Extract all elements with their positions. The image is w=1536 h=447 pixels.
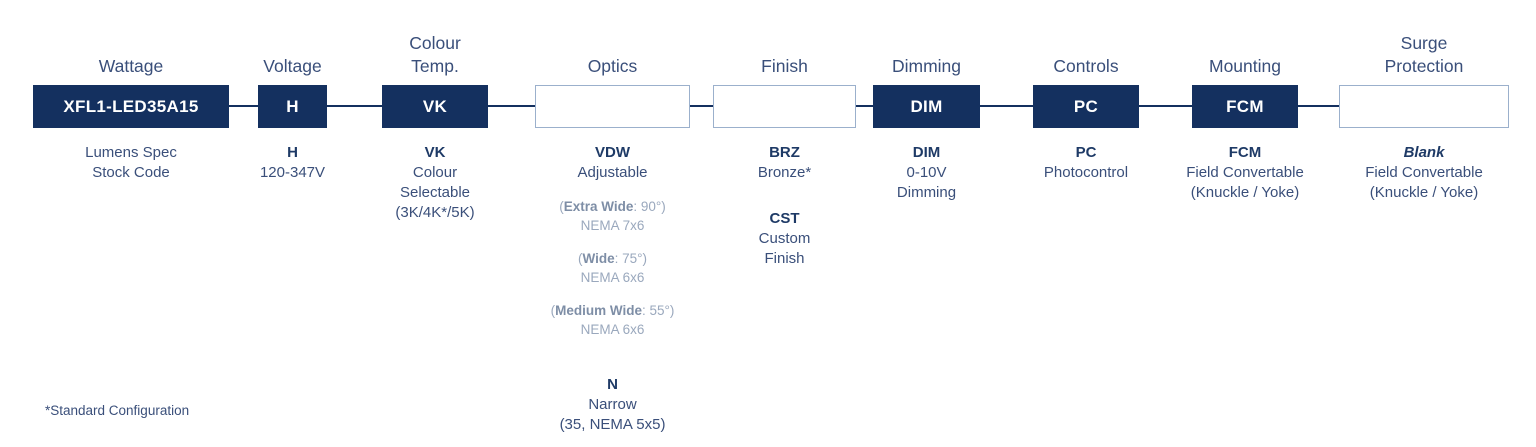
code-box-label-voltage: H xyxy=(286,96,299,116)
code-box-colour-temp[interactable]: VK xyxy=(382,85,488,128)
option-description: 120-347V xyxy=(259,164,326,181)
column-header-zone: Optics xyxy=(535,20,690,78)
column-header-optics: Optics xyxy=(587,56,638,76)
code-box-label-colour-temp: VK xyxy=(422,96,448,116)
option-code: Blank xyxy=(1403,144,1445,161)
description-group: PC Photocontrol xyxy=(1003,143,1169,183)
option-description: Narrow (35, NEMA 5x5) xyxy=(559,396,666,433)
option-description: Field Convertable (Knuckle / Yoke) xyxy=(1365,164,1483,201)
description-group: N Narrow (35, NEMA 5x5) xyxy=(505,375,720,435)
description-stack-voltage: H 120-347V xyxy=(228,143,357,183)
column-header-wattage: Wattage xyxy=(98,56,164,76)
code-box-finish[interactable] xyxy=(713,85,856,128)
option-description: Lumens Spec Stock Code xyxy=(85,144,177,181)
column-header-zone: Finish xyxy=(713,20,856,78)
column-header-surge-protection: Surge Protection xyxy=(1384,33,1464,76)
column-header-zone: Controls xyxy=(1033,20,1139,78)
optic-paren-open: ( xyxy=(559,199,564,214)
option-description: Bronze* xyxy=(757,164,812,181)
option-code: BRZ xyxy=(769,144,800,161)
option-code: DIM xyxy=(912,144,941,161)
code-box-label-controls: PC xyxy=(1073,96,1099,116)
description-group: BRZ Bronze* xyxy=(683,143,886,183)
optic-paren-open: ( xyxy=(550,303,556,318)
footnote: *Standard Configuration xyxy=(45,403,190,418)
optic-paren-open: ( xyxy=(577,251,583,266)
description-stack-wattage: Lumens Spec Stock Code xyxy=(3,143,259,183)
description-stack-finish: BRZ Bronze* CST Custom Finish xyxy=(683,143,886,269)
description-group: CST Custom Finish xyxy=(683,209,886,269)
option-code: H xyxy=(287,144,298,161)
code-box-label-mounting: FCM xyxy=(1226,96,1264,116)
description-stack-controls: PC Photocontrol xyxy=(1003,143,1169,183)
description-group: DIM 0-10V Dimming xyxy=(843,143,1010,203)
option-description: Custom Finish xyxy=(758,230,811,267)
code-box-dimming[interactable]: DIM xyxy=(873,85,980,128)
optic-beam-name: Medium Wide xyxy=(555,303,642,318)
column-header-zone: Mounting xyxy=(1192,20,1298,78)
optic-nema-spec: NEMA 7x6 xyxy=(580,218,645,233)
optic-beam-name: Extra Wide xyxy=(563,199,634,214)
option-description: Colour Selectable (3K/4K*/5K) xyxy=(395,164,475,221)
column-header-zone: Surge Protection xyxy=(1339,20,1509,78)
column-header-finish: Finish xyxy=(761,56,808,76)
code-box-label-dimming: DIM xyxy=(910,96,943,116)
optic-beam-angle: : 90°) xyxy=(633,199,666,214)
option-code: N xyxy=(607,376,618,393)
optic-beam-spec: (Extra Wide: 90°) xyxy=(505,197,720,216)
option-description: Field Convertable (Knuckle / Yoke) xyxy=(1186,164,1304,201)
description-stack-dimming: DIM 0-10V Dimming xyxy=(843,143,1010,203)
option-code: PC xyxy=(1075,144,1097,161)
option-code: VDW xyxy=(595,144,630,161)
column-header-colour-temp: Colour Temp. xyxy=(409,33,461,76)
option-description: 0-10V Dimming xyxy=(896,164,957,201)
optic-beam-spec: (Wide: 75°) xyxy=(505,249,720,268)
column-header-mounting: Mounting xyxy=(1209,56,1281,76)
option-code: CST xyxy=(769,210,800,227)
code-box-surge-protection[interactable] xyxy=(1339,85,1509,128)
muted-spacer xyxy=(505,287,720,301)
column-header-dimming: Dimming xyxy=(891,56,962,76)
option-code: FCM xyxy=(1228,144,1262,161)
code-box-label-wattage: XFL1-LED35A15 xyxy=(63,96,199,116)
column-header-zone: Colour Temp. xyxy=(382,20,488,78)
option-description: Photocontrol xyxy=(1043,164,1129,181)
column-header-zone: Wattage xyxy=(33,20,229,78)
optic-beam-name: Wide xyxy=(582,251,615,266)
description-group: Lumens Spec Stock Code xyxy=(3,143,259,183)
description-group: H 120-347V xyxy=(228,143,357,183)
column-header-voltage: Voltage xyxy=(263,56,322,76)
code-box-mounting[interactable]: FCM xyxy=(1192,85,1298,128)
description-group: VK Colour Selectable (3K/4K*/5K) xyxy=(352,143,518,223)
option-description: Adjustable xyxy=(577,164,648,181)
column-header-controls: Controls xyxy=(1053,56,1119,76)
description-group: FCM Field Convertable (Knuckle / Yoke) xyxy=(1162,143,1328,203)
column-header-zone: Voltage xyxy=(258,20,327,78)
option-code: VK xyxy=(424,144,446,161)
description-stack-colour-temp: VK Colour Selectable (3K/4K*/5K) xyxy=(352,143,518,223)
optic-beam-spec: (Medium Wide: 55°) xyxy=(505,301,720,320)
optic-nema-spec: NEMA 6x6 xyxy=(580,270,645,285)
code-box-optics[interactable] xyxy=(535,85,690,128)
code-box-voltage[interactable]: H xyxy=(258,85,327,128)
optic-beam-angle: : 75°) xyxy=(614,251,648,266)
code-box-wattage[interactable]: XFL1-LED35A15 xyxy=(33,85,229,128)
code-box-controls[interactable]: PC xyxy=(1033,85,1139,128)
optic-nema-spec: NEMA 6x6 xyxy=(580,322,645,337)
column-header-zone: Dimming xyxy=(873,20,980,78)
description-stack-mounting: FCM Field Convertable (Knuckle / Yoke) xyxy=(1162,143,1328,203)
group-spacer xyxy=(505,339,720,375)
optic-beam-angle: : 55°) xyxy=(641,303,675,318)
